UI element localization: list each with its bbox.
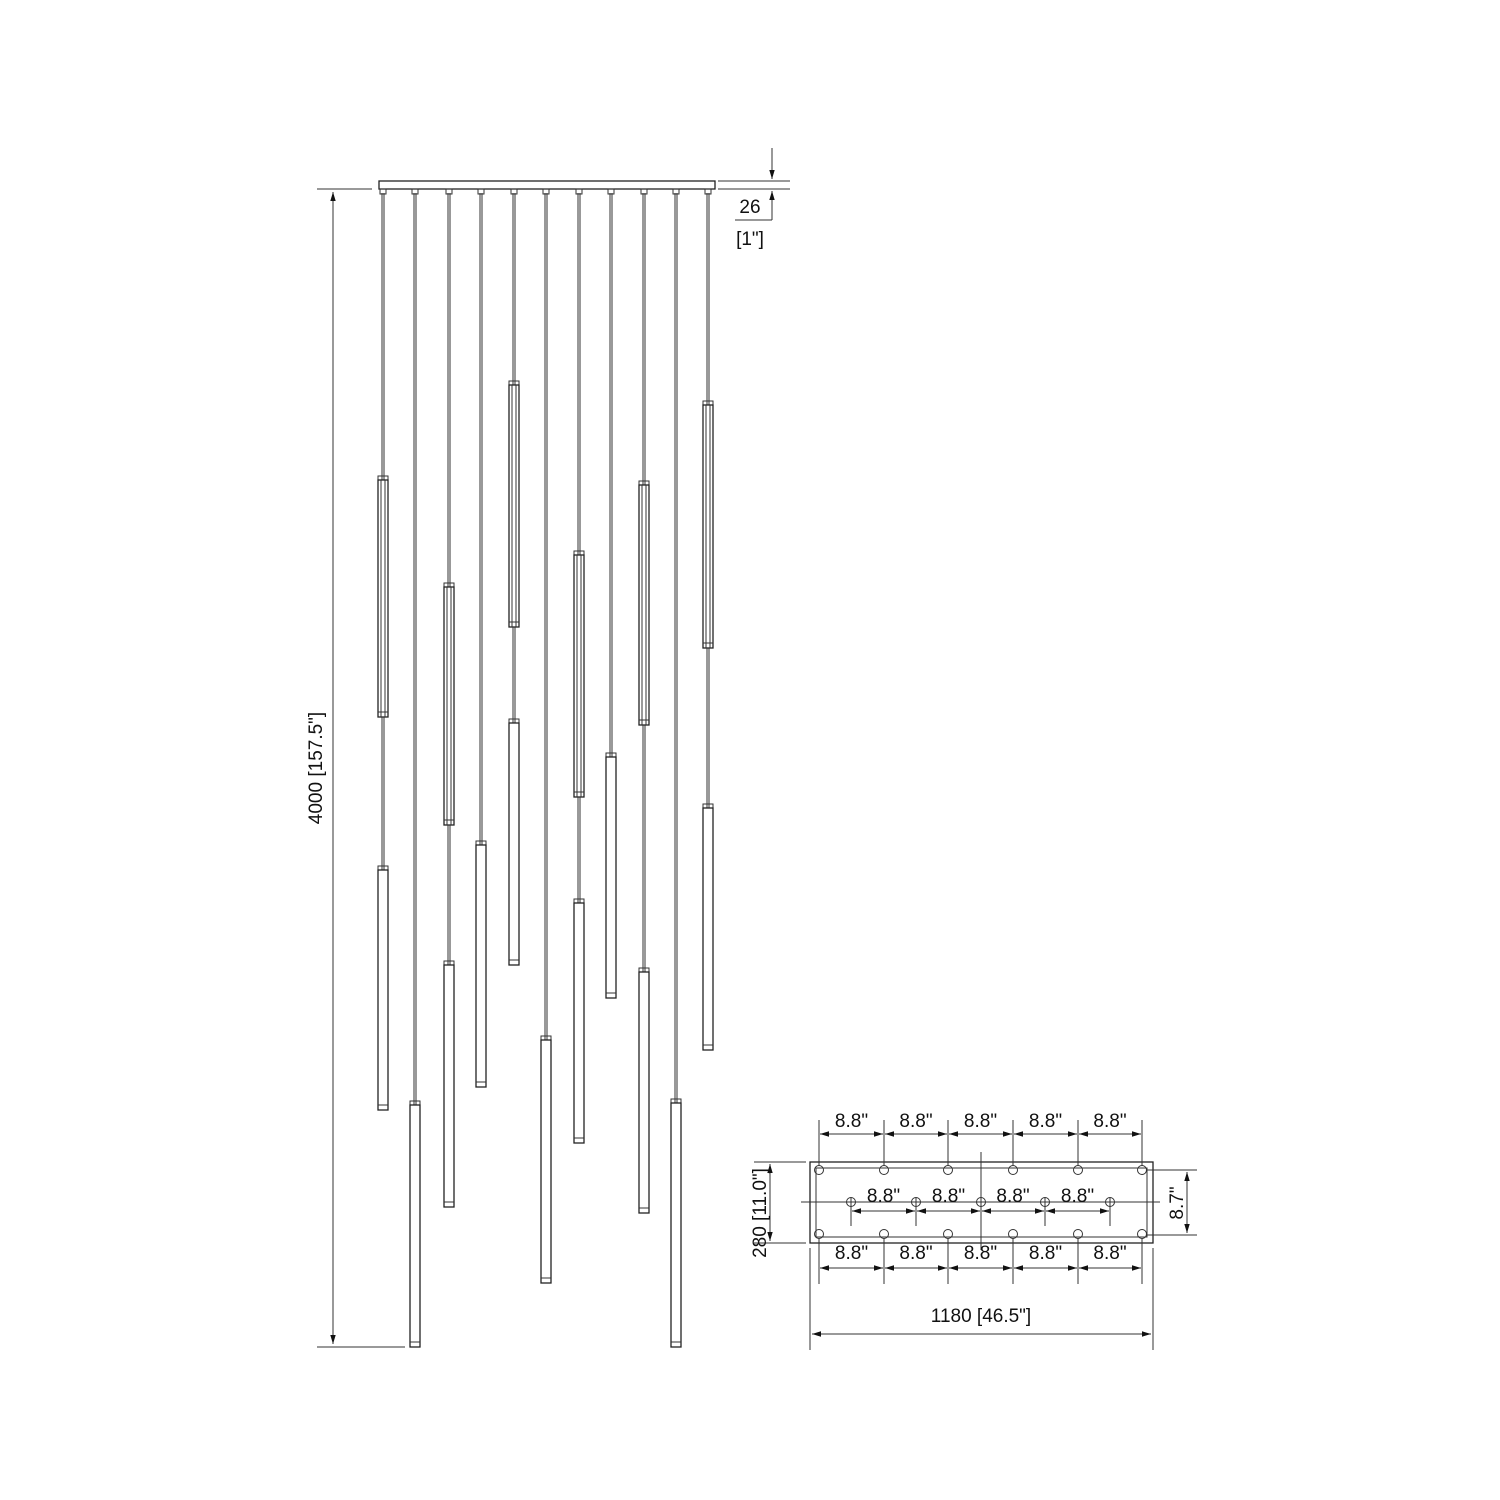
pendant	[409, 188, 421, 1348]
hole	[1137, 1165, 1147, 1175]
overall-height-dimension: 4000 [157.5"]	[306, 188, 405, 1348]
pendant-tube	[702, 404, 714, 649]
pendant-tube	[605, 756, 617, 999]
bottom-spacing-label: 8.8"	[964, 1243, 997, 1264]
pendant	[638, 188, 650, 1214]
depth-label: 280 [11.0"]	[750, 1168, 771, 1258]
height-label: 4000 [157.5"]	[306, 712, 327, 824]
pendant-tube	[443, 586, 455, 826]
top-spacing-label: 8.8"	[1029, 1111, 1062, 1132]
hole	[1073, 1165, 1083, 1175]
pendant-tube	[508, 384, 520, 628]
pendant-tube	[443, 964, 455, 1208]
pendant-tube	[670, 1102, 682, 1348]
bottom-spacing-label: 8.8"	[899, 1243, 932, 1264]
top-spacing-label: 8.8"	[899, 1111, 932, 1132]
spacing-dimensions: 8.8" 8.8" 8.8" 8.8" 8.8" 8.8" 8.8" 8.8" 8.8" 8.8"…	[818, 1111, 1143, 1284]
pendant	[377, 188, 389, 1111]
hole	[879, 1165, 889, 1175]
pendant-tube	[573, 554, 585, 798]
middle-spacing-label: 8.8"	[932, 1186, 965, 1207]
pendant-tubes	[377, 188, 714, 1348]
elevation-view: 4000 [157.5"] 26 [1"]	[306, 148, 790, 1348]
pendant-tube	[409, 1104, 421, 1348]
hole	[943, 1165, 953, 1175]
middle-spacing-label: 8.8"	[1061, 1186, 1094, 1207]
top-spacing-label: 8.8"	[835, 1111, 868, 1132]
pendant-tube	[377, 479, 389, 718]
width-label: 1180 [46.5"]	[931, 1306, 1031, 1327]
pendant-tube	[573, 902, 585, 1144]
middle-spacing-label: 8.8"	[996, 1186, 1029, 1207]
pendant	[670, 188, 682, 1348]
pendant	[605, 188, 617, 999]
pendant-tube	[475, 844, 487, 1088]
pendant-tube	[540, 1039, 552, 1284]
pendant-tube	[377, 869, 389, 1111]
depth-dimension: 280 [11.0"]	[750, 1161, 806, 1258]
canopy-height-inch-label: [1"]	[736, 229, 764, 250]
pendant-tube	[702, 807, 714, 1051]
hole	[1008, 1165, 1018, 1175]
pendant-tube	[638, 971, 650, 1214]
pendant	[475, 188, 487, 1088]
canopy-height-dimension: 26 [1"]	[718, 148, 790, 250]
width-dimension: 1180 [46.5"]	[809, 1248, 1154, 1350]
plan-view: 8.8" 8.8" 8.8" 8.8" 8.8" 8.8" 8.8" 8.8" 8.8" 8.8"…	[750, 1111, 1197, 1350]
top-spacing-label: 8.8"	[964, 1111, 997, 1132]
pendant	[573, 188, 585, 1144]
pendant	[443, 188, 455, 1208]
row-spacing-label: 8.7"	[1167, 1186, 1188, 1219]
bottom-spacing-label: 8.8"	[835, 1243, 868, 1264]
pendant	[508, 188, 520, 966]
pendant-tube	[638, 484, 650, 726]
canopy	[378, 180, 716, 190]
row-spacing-dimension: 8.7"	[1147, 1169, 1197, 1236]
canopy-height-label: 26	[739, 197, 760, 218]
top-spacing-label: 8.8"	[1093, 1111, 1126, 1132]
bottom-spacing-label: 8.8"	[1029, 1243, 1062, 1264]
pendant	[702, 188, 714, 1051]
bottom-spacing-label: 8.8"	[1093, 1243, 1126, 1264]
pendant-tube	[508, 722, 520, 966]
pendant	[540, 188, 552, 1284]
middle-spacing-label: 8.8"	[867, 1186, 900, 1207]
